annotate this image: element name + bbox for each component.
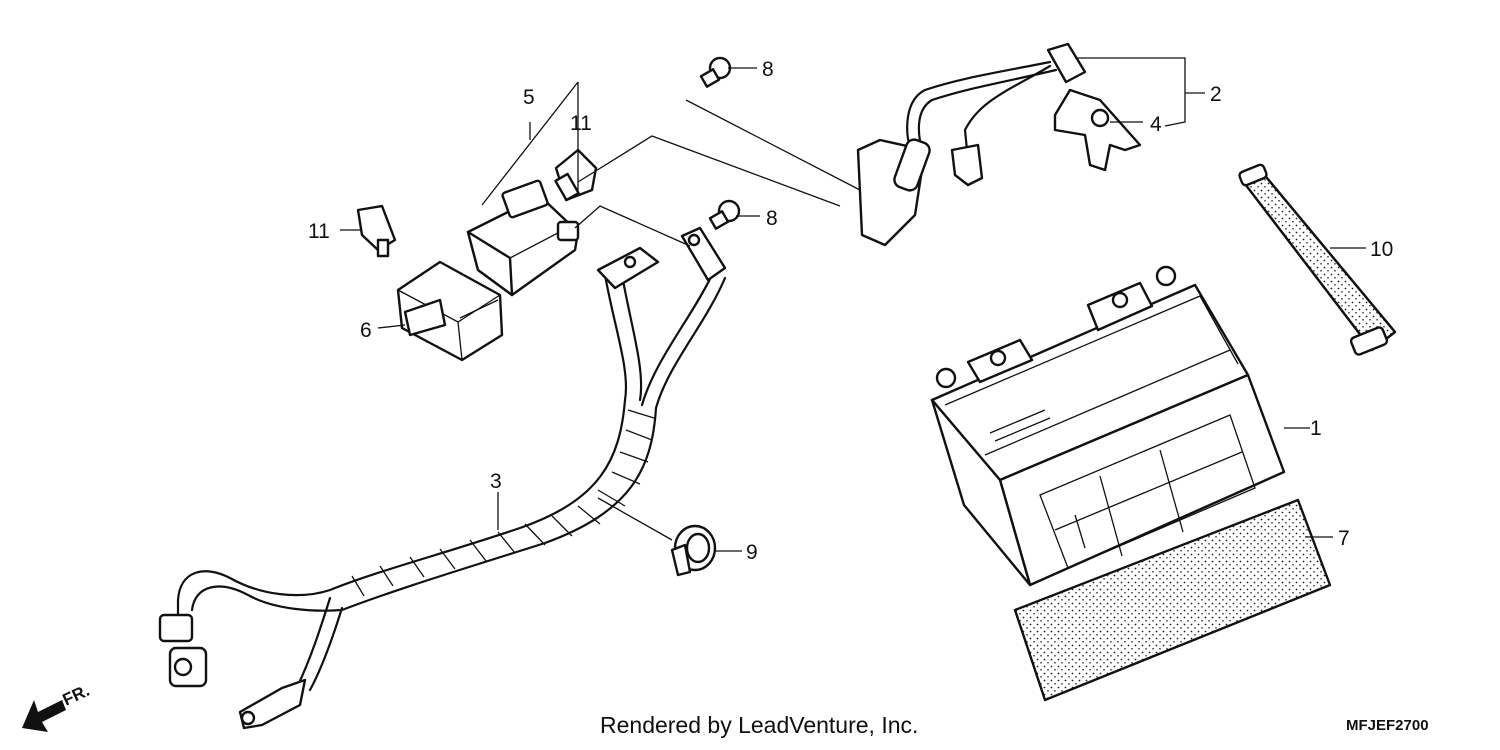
callout-5: 5: [523, 86, 535, 109]
bolt-upper: [699, 56, 732, 88]
callout-11-left: 11: [308, 220, 330, 243]
direction-label: FR.: [60, 681, 93, 710]
callout-10: 10: [1370, 238, 1393, 261]
battery: [930, 265, 1286, 587]
callout-4: 4: [1150, 113, 1162, 136]
relay-box: [396, 260, 504, 362]
callout-6: 6: [360, 319, 372, 342]
band-clamp: [670, 524, 717, 577]
callout-leaders: [340, 67, 1366, 552]
callout-3: 3: [490, 470, 502, 493]
battery-terminal-right: [1086, 265, 1177, 332]
callout-1: 1: [1310, 417, 1322, 440]
front-direction-arrow-icon: FR.: [22, 681, 93, 732]
callout-11-right: 11: [570, 112, 592, 135]
credit-text: Rendered by LeadVenture, Inc.: [600, 712, 918, 738]
callout-8-upper: 8: [762, 58, 774, 81]
callout-7: 7: [1338, 527, 1350, 550]
battery-cable-harness: [158, 226, 727, 730]
reference-lines: [481, 57, 1186, 541]
cable-connector-left: [158, 613, 208, 688]
callout-2: 2: [1210, 83, 1222, 106]
fuse-left: [356, 204, 397, 258]
cable-terminal-upper-right: [680, 226, 727, 282]
callout-9: 9: [746, 541, 758, 564]
sub-harness: [856, 42, 1087, 247]
cable-terminal-lower: [238, 678, 307, 730]
battery-terminal-left: [935, 338, 1034, 389]
cable-terminal-upper-left: [596, 246, 660, 290]
battery-band: [1238, 163, 1397, 356]
harness-bracket: [1053, 88, 1142, 172]
battery-mat: [1013, 498, 1332, 702]
starter-relay: [466, 179, 580, 297]
bolt-middle: [708, 199, 741, 230]
fuse-right: [554, 148, 598, 202]
diagram-code: MFJEF2700: [1346, 717, 1429, 734]
callout-8-middle: 8: [766, 207, 778, 230]
